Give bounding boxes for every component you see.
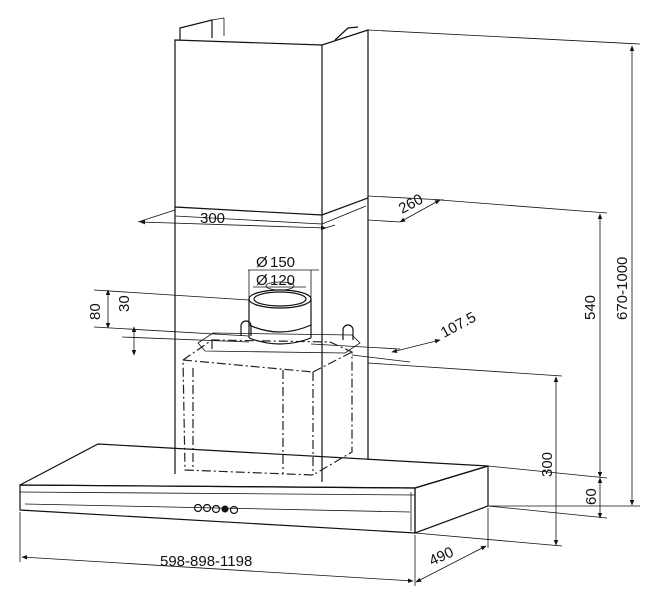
dimension-canopy-thickness: 60: [487, 477, 608, 519]
outlet-outer-diameter-symbol: Ø: [256, 254, 268, 271]
control-button-3[interactable]: [211, 504, 221, 514]
label-outlet-outer-diameter: 150: [270, 254, 295, 271]
dimension-outlet-setback: 107.5: [310, 309, 479, 363]
control-button-1[interactable]: [193, 503, 203, 513]
label-chimney-depth: 260: [396, 191, 426, 218]
label-total-height: 670-1000: [614, 257, 631, 320]
label-offset-80: 80: [87, 303, 104, 320]
control-panel: [193, 503, 239, 515]
carbon-filter-box: [182, 339, 353, 476]
control-button-4[interactable]: [221, 505, 229, 513]
upper-chimney: [174, 17, 369, 216]
label-canopy-width: 598-898-1198: [160, 553, 252, 570]
dimension-height-540: 540: [439, 199, 608, 479]
label-canopy-thickness: 60: [583, 488, 600, 505]
label-chimney-width: 300: [200, 210, 225, 227]
dimension-outlet-diameters: Ø 150 Ø 120: [248, 254, 319, 299]
label-height-300: 300: [539, 452, 556, 477]
label-outlet-inner-diameter: 120: [270, 272, 295, 289]
dimension-total-height: 670-1000: [367, 29, 641, 507]
label-height-540: 540: [582, 295, 599, 320]
label-outlet-setback: 107.5: [438, 309, 479, 342]
label-offset-30: 30: [116, 295, 133, 312]
motor-mounting-plate: [197, 320, 361, 354]
label-canopy-depth: 490: [427, 544, 457, 570]
control-led: [229, 505, 239, 515]
dimension-height-300: 300: [367, 362, 563, 547]
dimension-chimney-depth: 260: [367, 191, 445, 223]
air-outlet-collar: [248, 281, 312, 345]
dimension-outlet-offsets: 80 30: [87, 289, 250, 356]
dimension-canopy-width: 598-898-1198: [19, 512, 416, 586]
outlet-inner-diameter-symbol: Ø: [256, 272, 268, 289]
dimension-chimney-width: 300: [137, 209, 336, 231]
canopy: [19, 443, 489, 534]
control-button-2[interactable]: [202, 503, 212, 513]
